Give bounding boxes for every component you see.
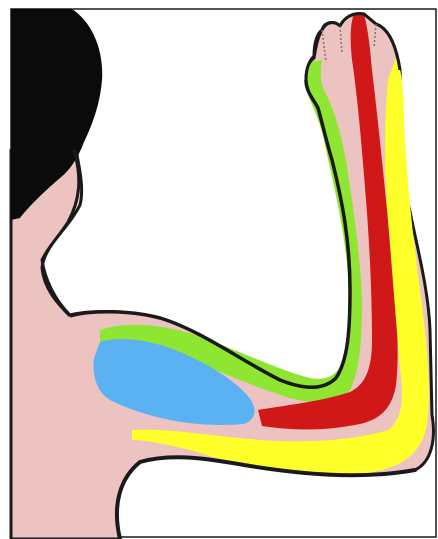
- arm-illustration: [0, 0, 438, 539]
- anatomy-figure: [0, 0, 438, 539]
